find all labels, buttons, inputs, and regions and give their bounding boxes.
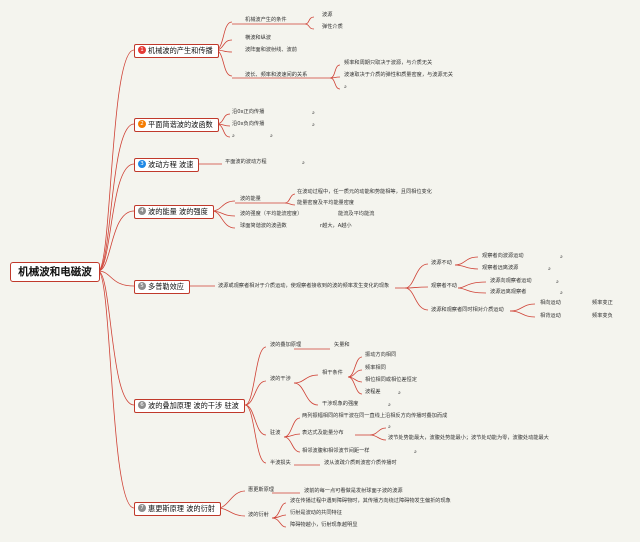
formula-image: a xyxy=(548,266,551,271)
node-source-receding[interactable]: 波源远离观察者 xyxy=(490,289,527,295)
node-amplitude-decay[interactable]: r越大，A越小 xyxy=(320,223,352,229)
node-half-wave-loss-condition[interactable]: 波从波疏介质到波密介质传播时 xyxy=(324,460,397,466)
node-frequency-period[interactable]: 频率和周期只取决于波源，与介质无关 xyxy=(344,60,433,66)
branch-title: 多普勒效应 xyxy=(148,282,184,291)
node-half-wave-loss[interactable]: 半波损失 xyxy=(270,460,291,466)
branch-number-badge: 5 xyxy=(138,282,146,290)
formula-image: a xyxy=(388,424,391,429)
node-moving-apart[interactable]: 相背运动 xyxy=(540,313,561,319)
node-moving-toward[interactable]: 相向运动 xyxy=(540,300,561,306)
node-wave-source[interactable]: 波源 xyxy=(322,12,333,18)
branch-number-badge: 4 xyxy=(138,207,146,215)
node-wavefront-ray[interactable]: 波阵面和波射线、波前 xyxy=(245,47,297,53)
node-wave-speed[interactable]: 波速取决于介质的弹性和质量密度，与波源无关 xyxy=(344,72,453,78)
node-interference-strength[interactable]: 干涉现象的强度 xyxy=(322,401,359,407)
formula-image: a xyxy=(344,84,347,89)
node-diffraction[interactable]: 波的衍射 xyxy=(248,512,269,518)
node-observer-receding[interactable]: 观察者远离波源 xyxy=(482,265,519,271)
node-wave-condition[interactable]: 机械波产生的条件 xyxy=(245,17,287,23)
node-constant-phase[interactable]: 相位相同或相位差恒定 xyxy=(365,377,417,383)
branch-title: 波动方程 波速 xyxy=(148,160,194,169)
node-elastic-medium[interactable]: 弹性介质 xyxy=(322,24,343,30)
node-wavelength-relation[interactable]: 波长、频率和波速间的关系 xyxy=(245,72,308,78)
formula-image: a xyxy=(388,402,391,407)
formula-image: a xyxy=(556,279,559,284)
formula-image: a xyxy=(398,390,401,395)
node-vector-sum[interactable]: 矢量和 xyxy=(334,342,350,348)
branch-title: 波的能量 波的强度 xyxy=(148,207,208,216)
branch-title: 波的叠加原理 波的干涉 驻波 xyxy=(148,401,239,410)
node-spherical-wave[interactable]: 球面简谐波的波函数 xyxy=(240,223,287,229)
node-negative-direction[interactable]: 沿0x负向传播 xyxy=(232,121,265,127)
node-same-frequency[interactable]: 频率相同 xyxy=(365,365,386,371)
formula-image: a xyxy=(232,133,235,138)
node-transverse-longitudinal[interactable]: 横波和纵波 xyxy=(245,35,271,41)
node-frequency-down[interactable]: 频率变负 xyxy=(592,313,613,319)
node-plane-wave-equation[interactable]: 平面波的波动方程 xyxy=(225,159,267,165)
node-wave-energy[interactable]: 波的能量 xyxy=(240,196,261,202)
node-expression-energy[interactable]: 表达式及能量分布 xyxy=(302,430,344,436)
node-node-spacing[interactable]: 相邻波腹和相邻波节间距一样 xyxy=(302,448,370,454)
branch-number-badge: 1 xyxy=(138,46,146,54)
node-standing-wave-formation[interactable]: 两列振幅相同的相干波在同一直线上沿相反方向传播时叠加而成 xyxy=(302,413,448,419)
node-coherence-condition[interactable]: 相干条件 xyxy=(322,370,343,376)
node-frequency-up[interactable]: 频率变正 xyxy=(592,300,613,306)
node-node-antinode-energy[interactable]: 波节处势能最大，波腹处势能最小；波节处动能为零，波腹处动能最大 xyxy=(388,435,549,441)
node-source-stationary[interactable]: 波源不动 xyxy=(431,260,452,266)
node-source-approaching[interactable]: 波源向观察者运动 xyxy=(490,278,532,284)
formula-image: a xyxy=(312,110,315,115)
node-same-direction[interactable]: 振动方向相同 xyxy=(365,352,397,358)
node-interference[interactable]: 波的干涉 xyxy=(270,376,291,382)
node-energy-phase[interactable]: 在波动过程中，任一质元的动能和势能相等，且同相位变化 xyxy=(297,189,432,195)
formula-image: a xyxy=(312,122,315,127)
branch-number-badge: 7 xyxy=(138,504,146,512)
node-path-difference[interactable]: 波程差 xyxy=(365,389,381,395)
node-both-moving[interactable]: 波源和观察者同时相对介质运动 xyxy=(431,307,504,313)
node-energy-flux[interactable]: 能流及平均能流 xyxy=(338,211,375,217)
node-superposition-principle[interactable]: 波的叠加原理 xyxy=(270,342,302,348)
branch-number-badge: 6 xyxy=(138,401,146,409)
node-standing-wave[interactable]: 驻波 xyxy=(270,430,281,436)
branch-number-badge: 2 xyxy=(138,120,146,128)
node-energy-density[interactable]: 能量密度及平均能量密度 xyxy=(297,200,355,206)
formula-image: a xyxy=(270,133,273,138)
formula-image: a xyxy=(560,290,563,295)
node-positive-direction[interactable]: 沿0x正向传播 xyxy=(232,109,265,115)
node-observer-stationary[interactable]: 观察者不动 xyxy=(431,283,457,289)
node-diffraction-obstacle[interactable]: 障碍物越小，衍射现象越明显 xyxy=(290,522,358,528)
branch-title: 机械波的产生和传播 xyxy=(148,46,213,55)
formula-image: a xyxy=(560,254,563,259)
formula-image: a xyxy=(414,449,417,454)
node-observer-approaching[interactable]: 观察者向波源运动 xyxy=(482,253,524,259)
node-doppler-definition[interactable]: 波源或观察者相对于介质运动，使观察者接收到的波的频率发生变化的现象 xyxy=(218,283,390,289)
branch-title: 惠更斯原理 波的衍射 xyxy=(148,504,215,513)
node-wave-intensity[interactable]: 波的强度（平均能流密度） xyxy=(240,211,303,217)
node-diffraction-definition[interactable]: 波在传播过程中遇到障碍物时，其传播方向绕过障碍物发生偏折的现象 xyxy=(290,498,451,504)
node-diffraction-common[interactable]: 衍射是波动的共同特征 xyxy=(290,510,342,516)
branch-number-badge: 3 xyxy=(138,160,146,168)
node-secondary-wavelets[interactable]: 波前的每一点可看做是发射球面子波的波源 xyxy=(304,488,403,494)
formula-image: a xyxy=(302,160,305,165)
node-huygens-principle[interactable]: 惠更斯原理 xyxy=(248,487,274,493)
root-topic[interactable]: 机械波和电磁波 xyxy=(10,262,100,282)
branch-title: 平面简谐波的波函数 xyxy=(148,120,213,129)
